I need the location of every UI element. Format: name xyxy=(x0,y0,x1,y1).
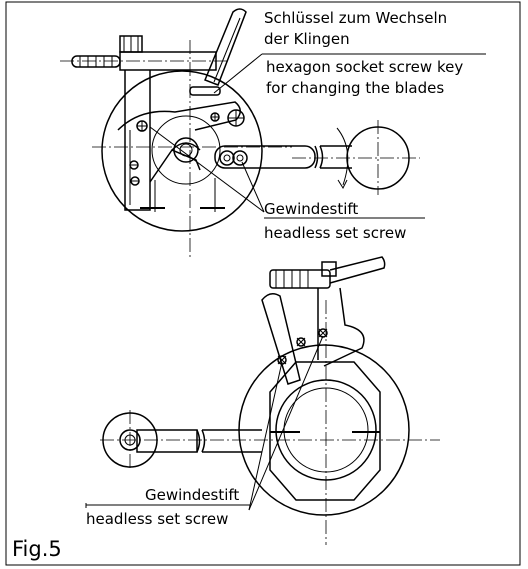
figure-caption: Fig.5 xyxy=(12,537,62,561)
top-lever-arm xyxy=(214,126,410,190)
bottom-set-screw-2 xyxy=(296,337,306,347)
hex-socket-key xyxy=(189,8,247,96)
bottom-handle-grip xyxy=(269,256,386,289)
bottom-screw-label-de: Gewindestift xyxy=(145,486,239,504)
key-label-de-line1: Schlüssel zum Wechseln xyxy=(264,9,447,27)
top-set-screw-3 xyxy=(130,176,140,186)
top-set-screw-4 xyxy=(210,112,220,122)
bottom-screw-label-en: headless set screw xyxy=(86,510,228,528)
key-label-de-line2: der Klingen xyxy=(264,30,350,48)
bottom-lever-arm xyxy=(102,412,262,468)
bottom-cutter-body xyxy=(238,344,410,516)
bottom-hex-key xyxy=(261,293,301,385)
cutter-body xyxy=(101,70,263,232)
top-hex-nut xyxy=(119,35,143,53)
key-label-en-line2: for changing the blades xyxy=(266,79,444,97)
drawing-frame xyxy=(5,1,521,566)
top-set-screw-2 xyxy=(129,160,139,170)
bottom-cutter-view xyxy=(85,256,440,545)
top-screw-label-de: Gewindestift xyxy=(264,200,358,218)
key-label-en-line1: hexagon socket screw key xyxy=(266,58,463,76)
top-handle-grip xyxy=(60,51,230,71)
top-set-screw-1 xyxy=(136,120,148,132)
top-cutter-view xyxy=(60,8,486,258)
top-screw-label-en: headless set screw xyxy=(264,224,406,242)
